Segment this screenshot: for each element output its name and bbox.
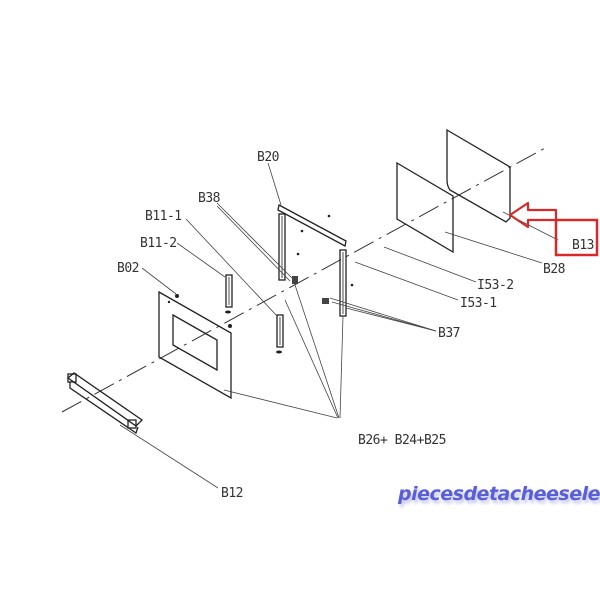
label-b20: B20 <box>257 150 279 165</box>
label-b12: B12 <box>221 486 243 501</box>
part-b20-frame[interactable] <box>277 204 354 317</box>
label-b02: B02 <box>117 261 139 276</box>
leader-lines <box>119 162 559 489</box>
label-b13: B13 <box>572 238 594 253</box>
part-b13-glass[interactable] <box>446 128 511 223</box>
watermark-logo: piecesdetacheeselec.com <box>398 483 600 505</box>
center-axis <box>61 147 546 413</box>
label-i53-1: I53-1 <box>460 296 497 311</box>
highlight-b13 <box>508 201 599 257</box>
part-b11-1-hinge[interactable] <box>276 314 284 354</box>
part-b28-glass[interactable] <box>396 161 454 254</box>
part-b02-glass-panel[interactable] <box>158 290 232 400</box>
label-b11-2: B11-2 <box>140 236 177 251</box>
label-i53-2: I53-2 <box>477 278 514 293</box>
part-b11-2-hinge[interactable] <box>225 274 233 314</box>
label-b38: B38 <box>198 191 220 206</box>
part-b12-handle[interactable] <box>66 372 144 435</box>
label-b28: B28 <box>543 262 565 277</box>
label-b37: B37 <box>438 326 460 341</box>
label-b11-1: B11-1 <box>145 209 182 224</box>
label-b26-b24-b25: B26+ B24+B25 <box>358 433 446 448</box>
